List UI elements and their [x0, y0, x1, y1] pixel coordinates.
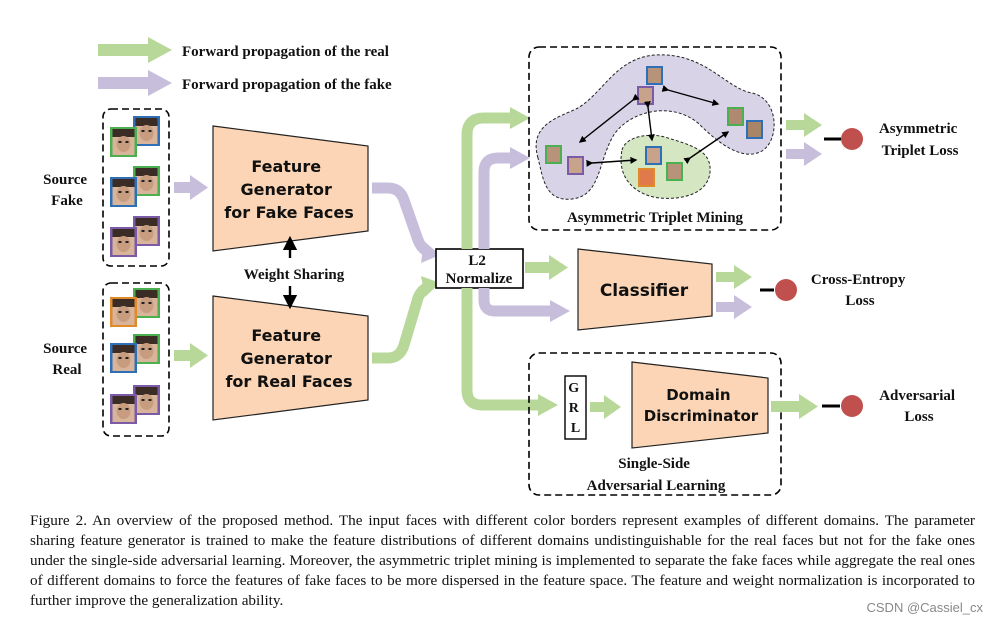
- arrow-grl-to-discriminator-head: [604, 395, 621, 419]
- domain-discriminator-label: Domain Discriminator: [644, 386, 759, 425]
- domain-discriminator-block: [631, 361, 769, 449]
- real-generator-label: Feature Generator for Real Faces: [225, 326, 352, 391]
- classifier-block: [577, 248, 713, 331]
- arrow-discriminator-out: [771, 401, 801, 412]
- arrow-classifier-real-out-head: [734, 265, 752, 289]
- source-fake-label: Source Fake: [43, 172, 91, 209]
- arrow-fake-to-normalize-head: [421, 241, 440, 263]
- face-thumbnail: [110, 385, 160, 424]
- face-thumbnail: [110, 216, 160, 257]
- fake-feature-generator: [212, 125, 369, 252]
- cross-entropy-loss-node: [775, 279, 797, 301]
- arrow-discriminator-out-head: [799, 394, 818, 419]
- triplet-arrows: [578, 85, 730, 167]
- cross-entropy-loss-label: Cross-Entropy Loss: [811, 272, 909, 309]
- classifier-label: Classifier: [600, 281, 689, 301]
- arrow-fake-to-classifier-head: [550, 300, 570, 322]
- triplet-loss-node: [841, 128, 863, 150]
- legend-real-label: Forward propagation of the real: [182, 44, 389, 60]
- real-feature-faces: [638, 146, 683, 187]
- arrow-fake-to-triplet-head: [510, 147, 530, 169]
- arrow-real-to-grl-head: [538, 394, 558, 416]
- fake-feature-faces: [545, 66, 763, 175]
- legend-fake-arrow: [98, 70, 172, 96]
- source-fake-group: [102, 108, 170, 267]
- legend-fake-label: Forward propagation of the fake: [182, 77, 392, 93]
- face-thumbnail: [110, 116, 160, 157]
- arrow-fake-to-classifier: [478, 288, 552, 317]
- l2-normalize-box: [435, 248, 524, 289]
- grl-box: [564, 375, 587, 440]
- arrow-real-to-classifier-head: [549, 255, 568, 280]
- watermark: CSDN @Cassiel_cx: [866, 600, 984, 615]
- fake-generator-label: Feature Generator for Fake Faces: [224, 157, 353, 222]
- grl-label: G R L: [568, 381, 582, 436]
- arrow-real-to-normalize: [372, 281, 431, 364]
- arrow-fake-to-generator: [174, 175, 208, 200]
- triplet-loss-label: Asymmetric Triplet Loss: [879, 121, 961, 159]
- real-feature-generator: [212, 295, 369, 421]
- adversarial-learning-label: Single-Side Adversarial Learning: [587, 456, 726, 494]
- legend-real-arrow: [98, 37, 172, 63]
- arrow-real-to-classifier: [525, 262, 551, 273]
- source-real-label: Source Real: [43, 341, 91, 378]
- arrow-real-to-grl: [461, 288, 540, 411]
- source-real-group: [102, 282, 170, 437]
- arrow-triplet-real-out: [786, 120, 806, 130]
- arrow-triplet-fake-out-head: [804, 142, 822, 166]
- arrow-real-to-triplet: [461, 112, 512, 249]
- weight-sharing-label: Weight Sharing: [244, 267, 345, 283]
- face-thumbnail: [110, 166, 160, 207]
- face-thumbnail: [110, 288, 160, 327]
- face-thumbnail: [110, 334, 160, 373]
- arrow-real-to-triplet-head: [510, 107, 530, 129]
- arrow-fake-to-triplet: [478, 152, 512, 249]
- adversarial-loss-label: Adversarial Loss: [879, 388, 959, 425]
- legend: Forward propagation of the real Forward …: [98, 37, 392, 96]
- adversarial-learning-box: [528, 352, 782, 496]
- adversarial-loss-node: [841, 395, 863, 417]
- arrow-triplet-real-out-head: [804, 113, 822, 137]
- arrow-classifier-fake-out: [716, 302, 736, 312]
- triplet-mining-box: [528, 46, 782, 231]
- arrow-real-to-generator: [174, 343, 208, 368]
- arrow-fake-to-normalize: [372, 182, 431, 257]
- figure-caption: Figure 2. An overview of the proposed me…: [30, 512, 975, 609]
- arrow-grl-to-discriminator: [590, 402, 606, 412]
- real-feature-cluster: [620, 134, 711, 199]
- triplet-mining-label: Asymmetric Triplet Mining: [567, 210, 744, 226]
- arrow-classifier-fake-out-head: [734, 295, 752, 319]
- l2-normalize-label: L2 Normalize: [446, 253, 513, 287]
- arrow-classifier-real-out: [716, 272, 736, 282]
- arrow-triplet-fake-out: [786, 149, 806, 159]
